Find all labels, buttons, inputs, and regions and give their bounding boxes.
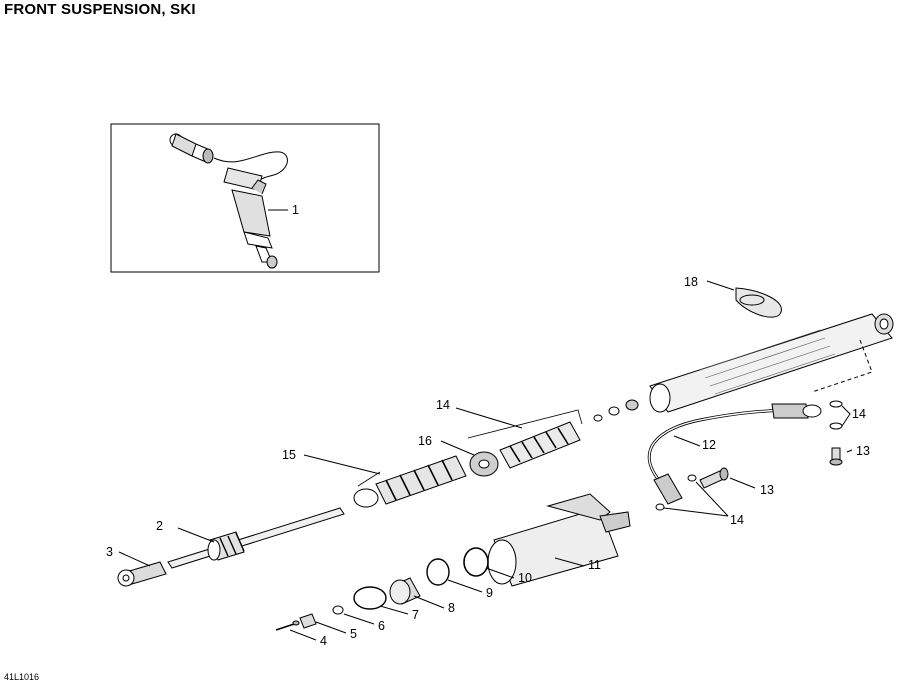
callout-9: 9: [486, 586, 493, 600]
part-13-lower-bolt: [699, 467, 729, 489]
callout-10: 10: [518, 571, 532, 585]
part-12-hose: [647, 403, 822, 505]
callout-15: 18: [684, 275, 698, 289]
part-18-spring-stopper: [469, 451, 499, 477]
part-10-ring: [463, 547, 489, 577]
part-8-piston-cap: [389, 577, 421, 605]
callout-5: 5: [350, 627, 357, 641]
callout-4: 4: [320, 634, 327, 648]
callout-16: 14: [436, 398, 450, 412]
part-5-valve: [299, 613, 317, 629]
small-hardware-top: [593, 399, 639, 422]
callout-3: 3: [106, 545, 113, 559]
part-15-bumper: [735, 287, 782, 318]
part-11-reservoir: [487, 493, 631, 587]
part-6-o-ring-small: [332, 605, 344, 615]
callout-11: 11: [588, 558, 601, 572]
assembled-shock-illustration: [169, 133, 288, 269]
part-14-upper-washers: [829, 400, 843, 430]
assembly-inset: 1: [110, 123, 380, 273]
callout-1: 1: [292, 203, 299, 217]
callout-14-upper: 14: [852, 407, 866, 421]
callout-13-upper: 13: [856, 444, 870, 458]
callout-12: 12: [702, 438, 716, 452]
part-3-rod-eye: [117, 561, 167, 587]
part-7-o-ring: [353, 586, 387, 610]
document-code: 41L1016: [4, 672, 40, 682]
callout-13-lower: 13: [760, 483, 774, 497]
piston-rod: [167, 507, 345, 569]
callout-17: 15: [282, 448, 296, 462]
shock-body: [649, 313, 894, 413]
part-9-ring: [426, 558, 450, 586]
callout-7: 7: [412, 608, 419, 622]
part-4-screw: [275, 620, 300, 631]
part-17-lower-spring: [353, 455, 467, 508]
part-16-upper-spring: [499, 421, 581, 469]
part-14-lower-washers: [655, 474, 697, 511]
callout-2: 2: [156, 519, 163, 533]
callout-8: 8: [448, 601, 455, 615]
part-13-upper-bolt: [829, 447, 843, 466]
callout-18: 16: [418, 434, 432, 448]
page-title: FRONT SUSPENSION, SKI: [4, 1, 196, 18]
callout-14-lower: 14: [730, 513, 744, 527]
callout-6: 6: [378, 619, 385, 633]
